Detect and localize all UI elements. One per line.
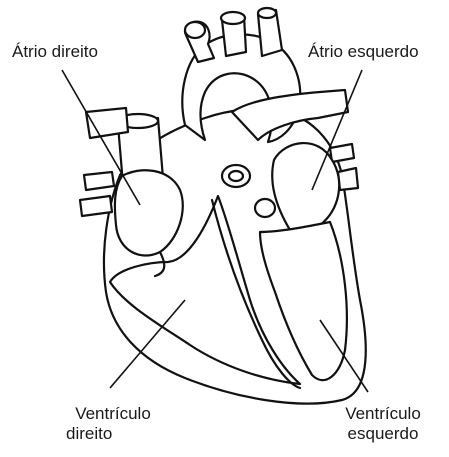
aortic-valve xyxy=(255,199,275,217)
label-left-atrium: Átrio esquerdo xyxy=(308,42,419,62)
label-right-ventricle-line2: direito xyxy=(58,424,168,444)
label-left-ventricle: Ventrículo esquerdo xyxy=(328,404,438,444)
vessel-opening-2 xyxy=(221,12,245,24)
label-left-ventricle-line2: esquerdo xyxy=(328,424,438,444)
label-right-ventricle: Ventrículo direito xyxy=(58,404,168,444)
pulmonary-valve-inner xyxy=(229,171,243,181)
label-left-ventricle-line1: Ventrículo xyxy=(328,404,438,424)
right-pulmonary-veins-lower xyxy=(80,172,114,216)
vessel-opening-1 xyxy=(185,22,205,38)
label-right-ventricle-line1: Ventrículo xyxy=(58,404,168,424)
vessel-opening-3 xyxy=(258,8,276,18)
label-right-atrium: Átrio direito xyxy=(12,42,98,62)
